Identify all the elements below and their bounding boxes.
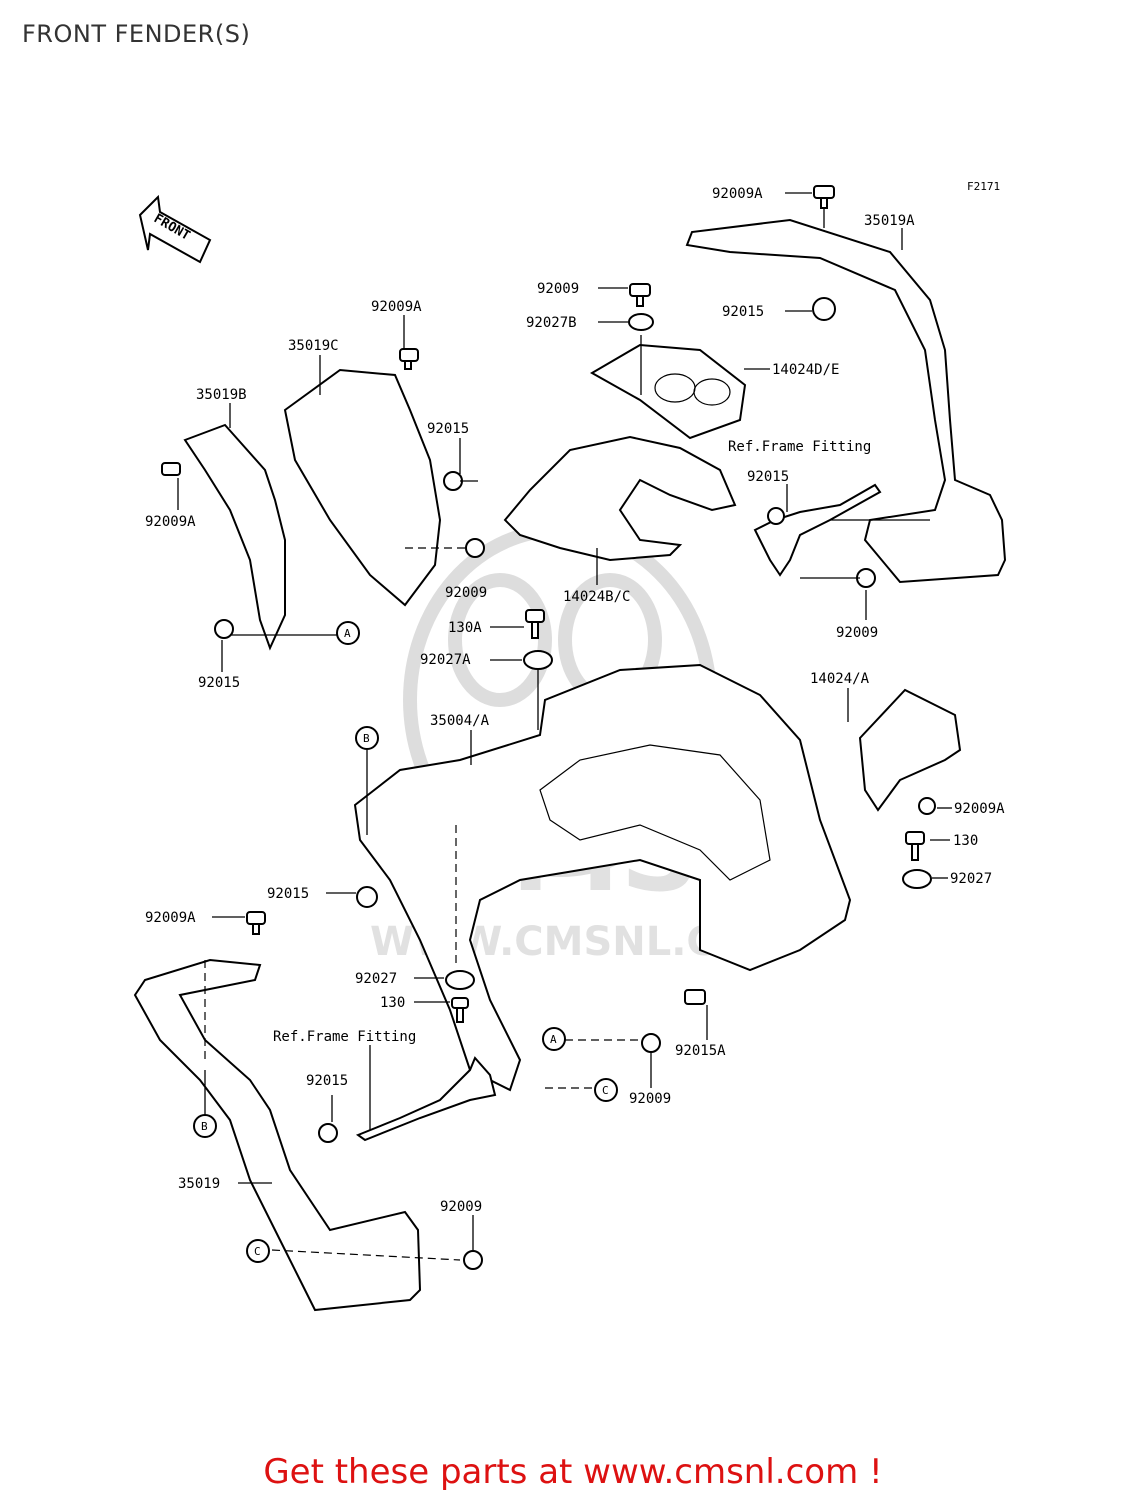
label-35019a: 35019A [864,213,915,229]
label-92009a-top: 92009A [712,186,763,202]
label-35019: 35019 [178,1176,220,1192]
part-labels: 92009A 35019A 92009 92015 92027B 92009A … [145,186,1005,1215]
label-92009-bottom: 92009 [440,1199,482,1215]
label-130-right: 130 [953,833,978,849]
inner-fender-14024bc [503,435,737,562]
callout-a: A [344,627,351,640]
frame-bracket-left [355,1056,497,1142]
front-arrow-icon: FRONT [138,194,212,264]
diagram-code: F2171 [967,180,1000,193]
label-92027b: 92027B [526,315,577,331]
label-92015-topright: 92015 [722,304,764,320]
leader-lines [177,192,952,1261]
promo-footer-link[interactable]: Get these parts at www.cmsnl.com ! [263,1452,883,1492]
label-92027a: 92027A [420,652,471,668]
callouts: A B A C B C [193,621,618,1263]
label-14024a: 14024/A [810,671,870,687]
label-35019c: 35019C [288,338,339,354]
callout-c-center: C [602,1084,609,1097]
fender-flap-35019a [685,218,1007,584]
label-92009-top: 92009 [537,281,579,297]
label-35019b: 35019B [196,387,247,403]
callout-a-bottom: A [550,1033,557,1046]
label-92015-center: 92015 [267,886,309,902]
label-92009a-right: 92009A [954,801,1005,817]
callout-c-bottom: C [254,1245,261,1258]
label-14024bc: 14024B/C [563,589,630,605]
page-title: FRONT FENDER(S) [22,20,251,48]
box-14024a [858,688,962,812]
label-14024de: 14024D/E [772,362,839,378]
label-92009-center: 92009 [445,585,487,601]
label-ref-frame-fitting-left: Ref.Frame Fitting [273,1029,416,1045]
frame-bracket-right [753,483,882,577]
label-92027-right: 92027 [950,871,992,887]
label-92015-rightbracket: 92015 [747,469,789,485]
label-92009a-left: 92009A [145,514,196,530]
label-92009a-mid: 92009A [371,299,422,315]
label-92009-right: 92009 [836,625,878,641]
side-strip-35019b [183,423,286,651]
label-92015-mid: 92015 [427,421,469,437]
callout-b-bottom: B [201,1120,208,1133]
label-92009-bottomcenter: 92009 [629,1091,671,1107]
label-130a: 130A [448,620,482,636]
callout-b-top: B [363,732,370,745]
label-ref-frame-fitting-right: Ref.Frame Fitting [728,439,871,455]
label-35004a: 35004/A [430,713,490,729]
side-panel-35019c [283,368,442,607]
label-92009a-bottom: 92009A [145,910,196,926]
fender-flap-35019 [133,958,422,1312]
cover-14024de [589,343,747,440]
label-92027-center: 92027 [355,971,397,987]
label-92015-bottom: 92015 [306,1073,348,1089]
label-92015a: 92015A [675,1043,726,1059]
main-fender-35004a [353,663,852,1092]
label-92015-left: 92015 [198,675,240,691]
label-130-center: 130 [380,995,405,1011]
